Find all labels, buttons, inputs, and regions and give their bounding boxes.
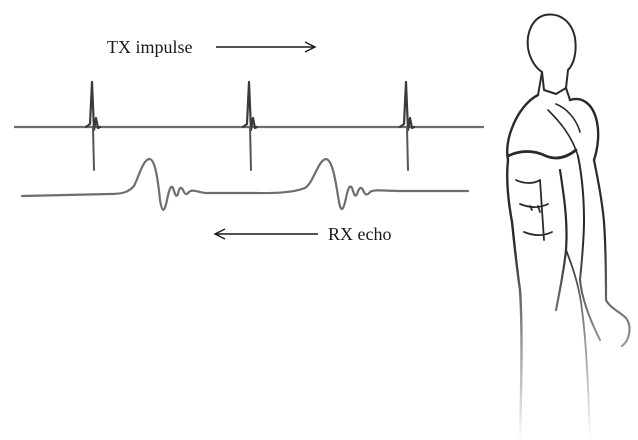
tx-spike-1-tail [93, 127, 94, 170]
tx-spike-3 [400, 82, 414, 130]
tx-spike-2-tail [250, 127, 251, 170]
rx-arrow [215, 229, 318, 239]
tx-impulse-label: TX impulse [107, 37, 193, 57]
rx-echo-trace [22, 159, 468, 210]
tx-arrow [216, 42, 315, 52]
rx-echo-label: RX echo [328, 224, 391, 244]
figure-fade-overlay [490, 0, 638, 440]
tx-spike-2 [243, 82, 257, 130]
tx-spike-3-tail [407, 127, 408, 170]
tx-spike-1 [86, 82, 100, 130]
